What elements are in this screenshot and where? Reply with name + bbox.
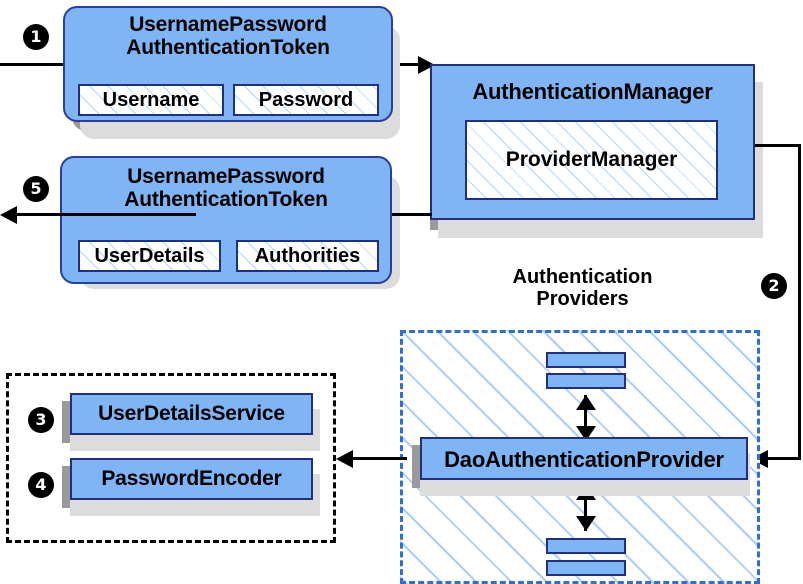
dao-to-dependencies-line: [352, 457, 407, 460]
manager-to-provider-line-top: [755, 144, 801, 147]
token-to-manager-line: [384, 63, 422, 66]
password-field-label: Password: [258, 89, 354, 111]
password-encoder-label: PasswordEncoder: [101, 467, 282, 490]
response-token-title-line2: AuthenticationToken: [124, 187, 328, 211]
authentication-providers-label-line1: Authentication: [512, 266, 653, 288]
user-details-service-label: UserDetailsService: [98, 402, 285, 425]
step-badge-1: 1: [23, 24, 49, 50]
provider-manager-box[interactable]: ProviderManager: [465, 120, 718, 200]
request-token-title-line1: UsernamePassword: [129, 13, 327, 36]
request-token-title-line2: AuthenticationToken: [126, 35, 330, 59]
username-field[interactable]: Username: [78, 84, 224, 116]
password-encoder-box[interactable]: PasswordEncoder: [70, 458, 313, 500]
authentication-manager-title: AuthenticationManager: [472, 79, 713, 104]
response-token-title-line1: UsernamePassword: [127, 165, 325, 188]
provider-manager-label: ProviderManager: [505, 148, 678, 171]
provider-link-line-bottom: [584, 485, 587, 531]
step-badge-3: 3: [28, 407, 54, 433]
authentication-manager-box[interactable]: AuthenticationManager ProviderManager: [430, 64, 755, 220]
response-outgoing-arrowhead: [0, 206, 17, 224]
dao-authentication-provider-box[interactable]: DaoAuthenticationProvider: [420, 437, 748, 480]
step-badge-5: 5: [23, 176, 49, 202]
step-badge-4: 4: [28, 472, 54, 498]
dao-dependencies-container: [6, 373, 336, 543]
password-field[interactable]: Password: [233, 84, 379, 116]
provider-placeholder-2[interactable]: [546, 373, 626, 389]
step-badge-2: 2: [761, 273, 787, 299]
request-token-title: UsernamePassword AuthenticationToken: [65, 13, 391, 59]
authorities-field-label: Authorities: [254, 245, 361, 267]
dao-authentication-provider-label: DaoAuthenticationProvider: [444, 447, 724, 472]
manager-to-provider-line-bottom: [768, 457, 801, 460]
username-field-label: Username: [102, 89, 200, 111]
provider-link-down-arrowhead-bottom: [576, 516, 596, 531]
authorities-field[interactable]: Authorities: [236, 240, 379, 272]
manager-to-provider-line-vertical: [798, 144, 801, 459]
user-details-field-label: UserDetails: [94, 245, 205, 267]
authentication-providers-label: Authentication Providers: [470, 266, 695, 310]
response-token-title: UsernamePassword AuthenticationToken: [62, 165, 390, 211]
provider-link-line-top: [584, 395, 587, 441]
user-details-field[interactable]: UserDetails: [78, 240, 221, 272]
provider-placeholder-4[interactable]: [546, 560, 626, 576]
request-token-box[interactable]: UsernamePassword AuthenticationToken Use…: [63, 6, 393, 122]
provider-placeholder-3[interactable]: [546, 538, 626, 554]
user-details-service-box[interactable]: UserDetailsService: [70, 393, 313, 435]
manager-to-response-token-line: [392, 213, 432, 216]
dao-to-dependencies-arrowhead: [336, 450, 353, 468]
response-token-box[interactable]: UsernamePassword AuthenticationToken Use…: [60, 156, 392, 284]
provider-placeholder-1[interactable]: [546, 352, 626, 368]
authentication-providers-label-line2: Providers: [536, 288, 629, 310]
response-outgoing-line: [16, 213, 196, 216]
